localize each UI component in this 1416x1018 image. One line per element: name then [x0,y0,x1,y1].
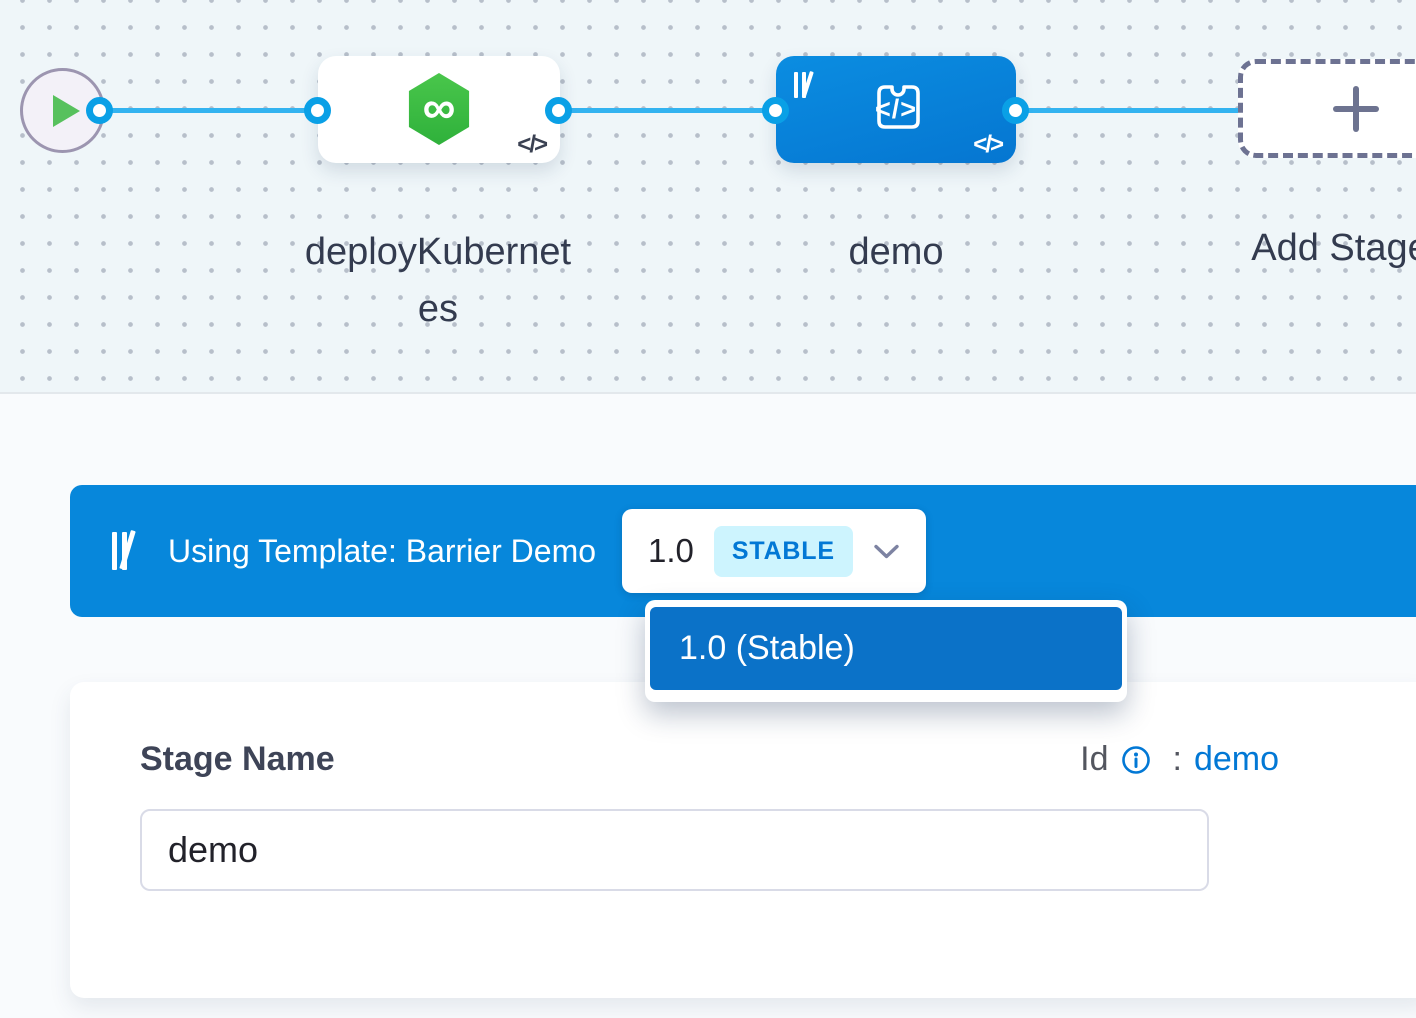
stage-name-input[interactable] [140,809,1209,891]
stage-label-demo: demo [848,231,944,273]
play-icon [53,94,80,127]
add-stage-button[interactable] [1238,59,1416,158]
stage-id-value-link[interactable]: demo [1193,740,1279,778]
pipeline-edge [1016,108,1242,113]
stage-overview-panel: Stage Name Id : demo [70,682,1416,998]
connector-port [545,97,572,124]
info-icon[interactable] [1120,744,1152,776]
code-glyph: </> [874,94,918,124]
using-template-banner: Using Template: Barrier Demo 1.0 STABLE [70,485,1416,617]
using-template-text: Using Template: Barrier Demo [168,532,597,569]
code-icon: </> [517,131,548,158]
template-stage-code-icon: </> [864,76,928,140]
version-number: 1.0 [648,532,694,569]
template-library-icon [112,530,140,572]
template-badge-icon [794,71,820,100]
pipeline-edge [559,108,776,113]
add-stage-label: Add Stage [1251,227,1416,269]
stage-id-group: Id : demo [1080,740,1279,779]
connector-port [762,97,789,124]
stage-label-deploykubernetes: deployKubernetes [304,231,572,330]
connector-port [304,97,331,124]
id-colon: : [1172,740,1182,778]
stable-badge: STABLE [713,525,853,577]
pipeline-canvas: ∞ </> </> </> deployKubernetes de [0,0,1416,394]
kubernetes-deploy-hexagon-icon: ∞ [408,73,470,145]
version-dropdown-item[interactable]: 1.0 (Stable) [650,607,1122,690]
infinity-glyph: ∞ [422,81,456,133]
connector-port [1002,97,1029,124]
template-version-selector[interactable]: 1.0 STABLE [622,509,926,593]
stage-name-row: Stage Name Id : demo [140,740,1279,779]
stage-node-demo[interactable]: </> </> [776,56,1016,163]
plus-icon [1333,85,1379,132]
connector-port [86,97,113,124]
stage-name-label: Stage Name [140,740,335,778]
code-icon: </> [973,131,1004,158]
id-label: Id [1080,740,1109,778]
pipeline-edge [100,108,318,113]
version-dropdown-menu: 1.0 (Stable) [645,600,1127,702]
chevron-down-icon [874,544,899,558]
stage-node-deploykubernetes[interactable]: ∞ </> [318,56,560,163]
